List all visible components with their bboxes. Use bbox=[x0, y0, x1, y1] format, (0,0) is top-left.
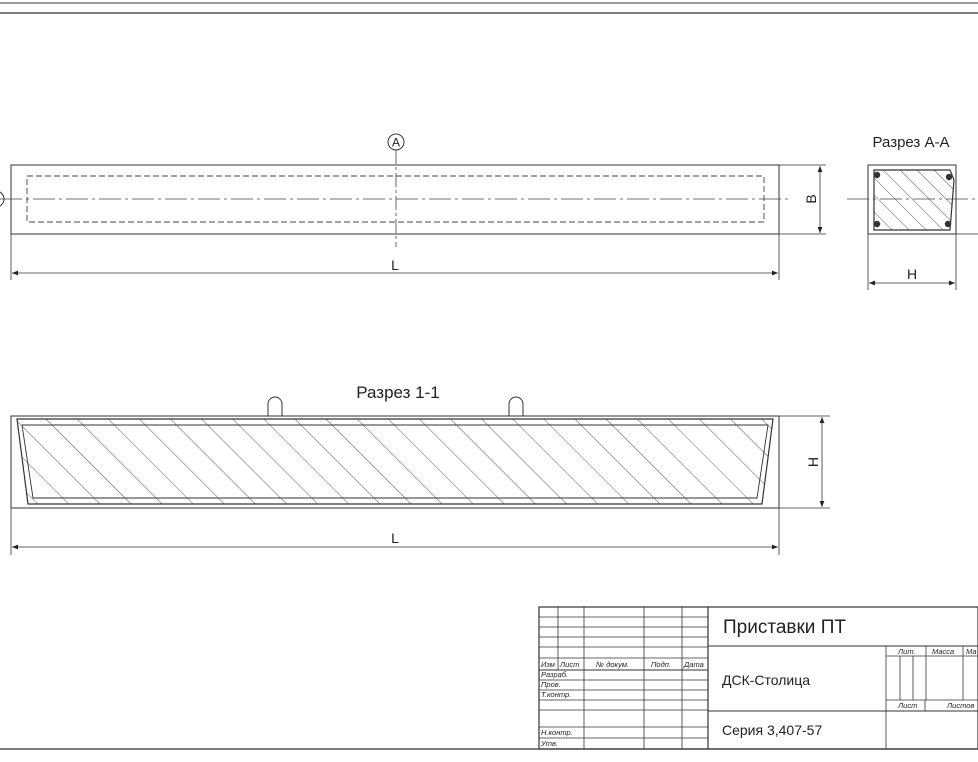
plan-length-dim-label: L bbox=[391, 257, 399, 273]
section-11-concrete bbox=[16, 418, 774, 505]
title-block bbox=[538, 606, 978, 750]
tb-series: Серия 3,407-57 bbox=[722, 722, 822, 738]
section-aa-title: Разрез А-А bbox=[873, 134, 950, 151]
tb-masshtab: Ма bbox=[966, 647, 977, 656]
title-block-frame bbox=[538, 606, 978, 750]
tb-col-list: Лист bbox=[559, 660, 579, 669]
tb-organization: ДСК-Столица bbox=[722, 672, 810, 688]
section-11-height-dim-label: H bbox=[805, 457, 821, 467]
section-11-inner-line bbox=[21, 424, 769, 499]
section-11-title: Разрез 1-1 bbox=[356, 383, 439, 402]
section-aa-concrete bbox=[873, 169, 955, 231]
tb-product-name: Приставки ПТ bbox=[723, 617, 846, 638]
plan-outline bbox=[10, 164, 780, 235]
section-11-length-dim-label: L bbox=[391, 530, 399, 546]
section-aa-outline bbox=[867, 164, 957, 235]
tb-col-sign: Подп. bbox=[651, 660, 671, 669]
title-block-text: Изм Лист № докум. Подп. Дата Разраб. Про… bbox=[540, 617, 977, 748]
tb-lit: Лит. bbox=[897, 647, 916, 656]
axis-marker-circle bbox=[387, 133, 405, 151]
tb-col-date: Дата bbox=[683, 660, 704, 669]
section-11-view: Разрез 1-1 H L bbox=[10, 383, 830, 555]
axis-marker-label: A bbox=[392, 136, 400, 150]
tb-sheets: Листов bbox=[946, 701, 974, 710]
tb-row-razrab: Разраб. bbox=[541, 670, 568, 679]
tb-row-tkontr: Т.контр. bbox=[541, 690, 571, 699]
tb-sheet: Лист bbox=[897, 701, 917, 710]
tb-col-izm: Изм bbox=[541, 660, 555, 669]
tb-massa: Масса bbox=[932, 647, 954, 656]
section-aa-view: Разрез А-А H bbox=[847, 134, 978, 290]
tb-row-utv: Утв. bbox=[540, 739, 558, 748]
plan-width-dim-label: B bbox=[803, 194, 819, 203]
left-axis-circle bbox=[0, 191, 5, 207]
plan-view: A B L bbox=[0, 133, 826, 280]
rebar bbox=[944, 220, 952, 228]
rebar bbox=[873, 171, 881, 179]
lifting-loop bbox=[267, 396, 283, 416]
rebar bbox=[873, 220, 881, 228]
tb-row-prov: Пров. bbox=[541, 680, 561, 689]
lifting-loop bbox=[508, 396, 524, 416]
tb-row-nkontr: Н.контр. bbox=[541, 728, 573, 737]
rebar bbox=[945, 173, 953, 181]
section-11-outline bbox=[10, 415, 780, 509]
tb-col-doc: № докум. bbox=[596, 660, 629, 669]
section-aa-dim-label: H bbox=[907, 266, 917, 282]
